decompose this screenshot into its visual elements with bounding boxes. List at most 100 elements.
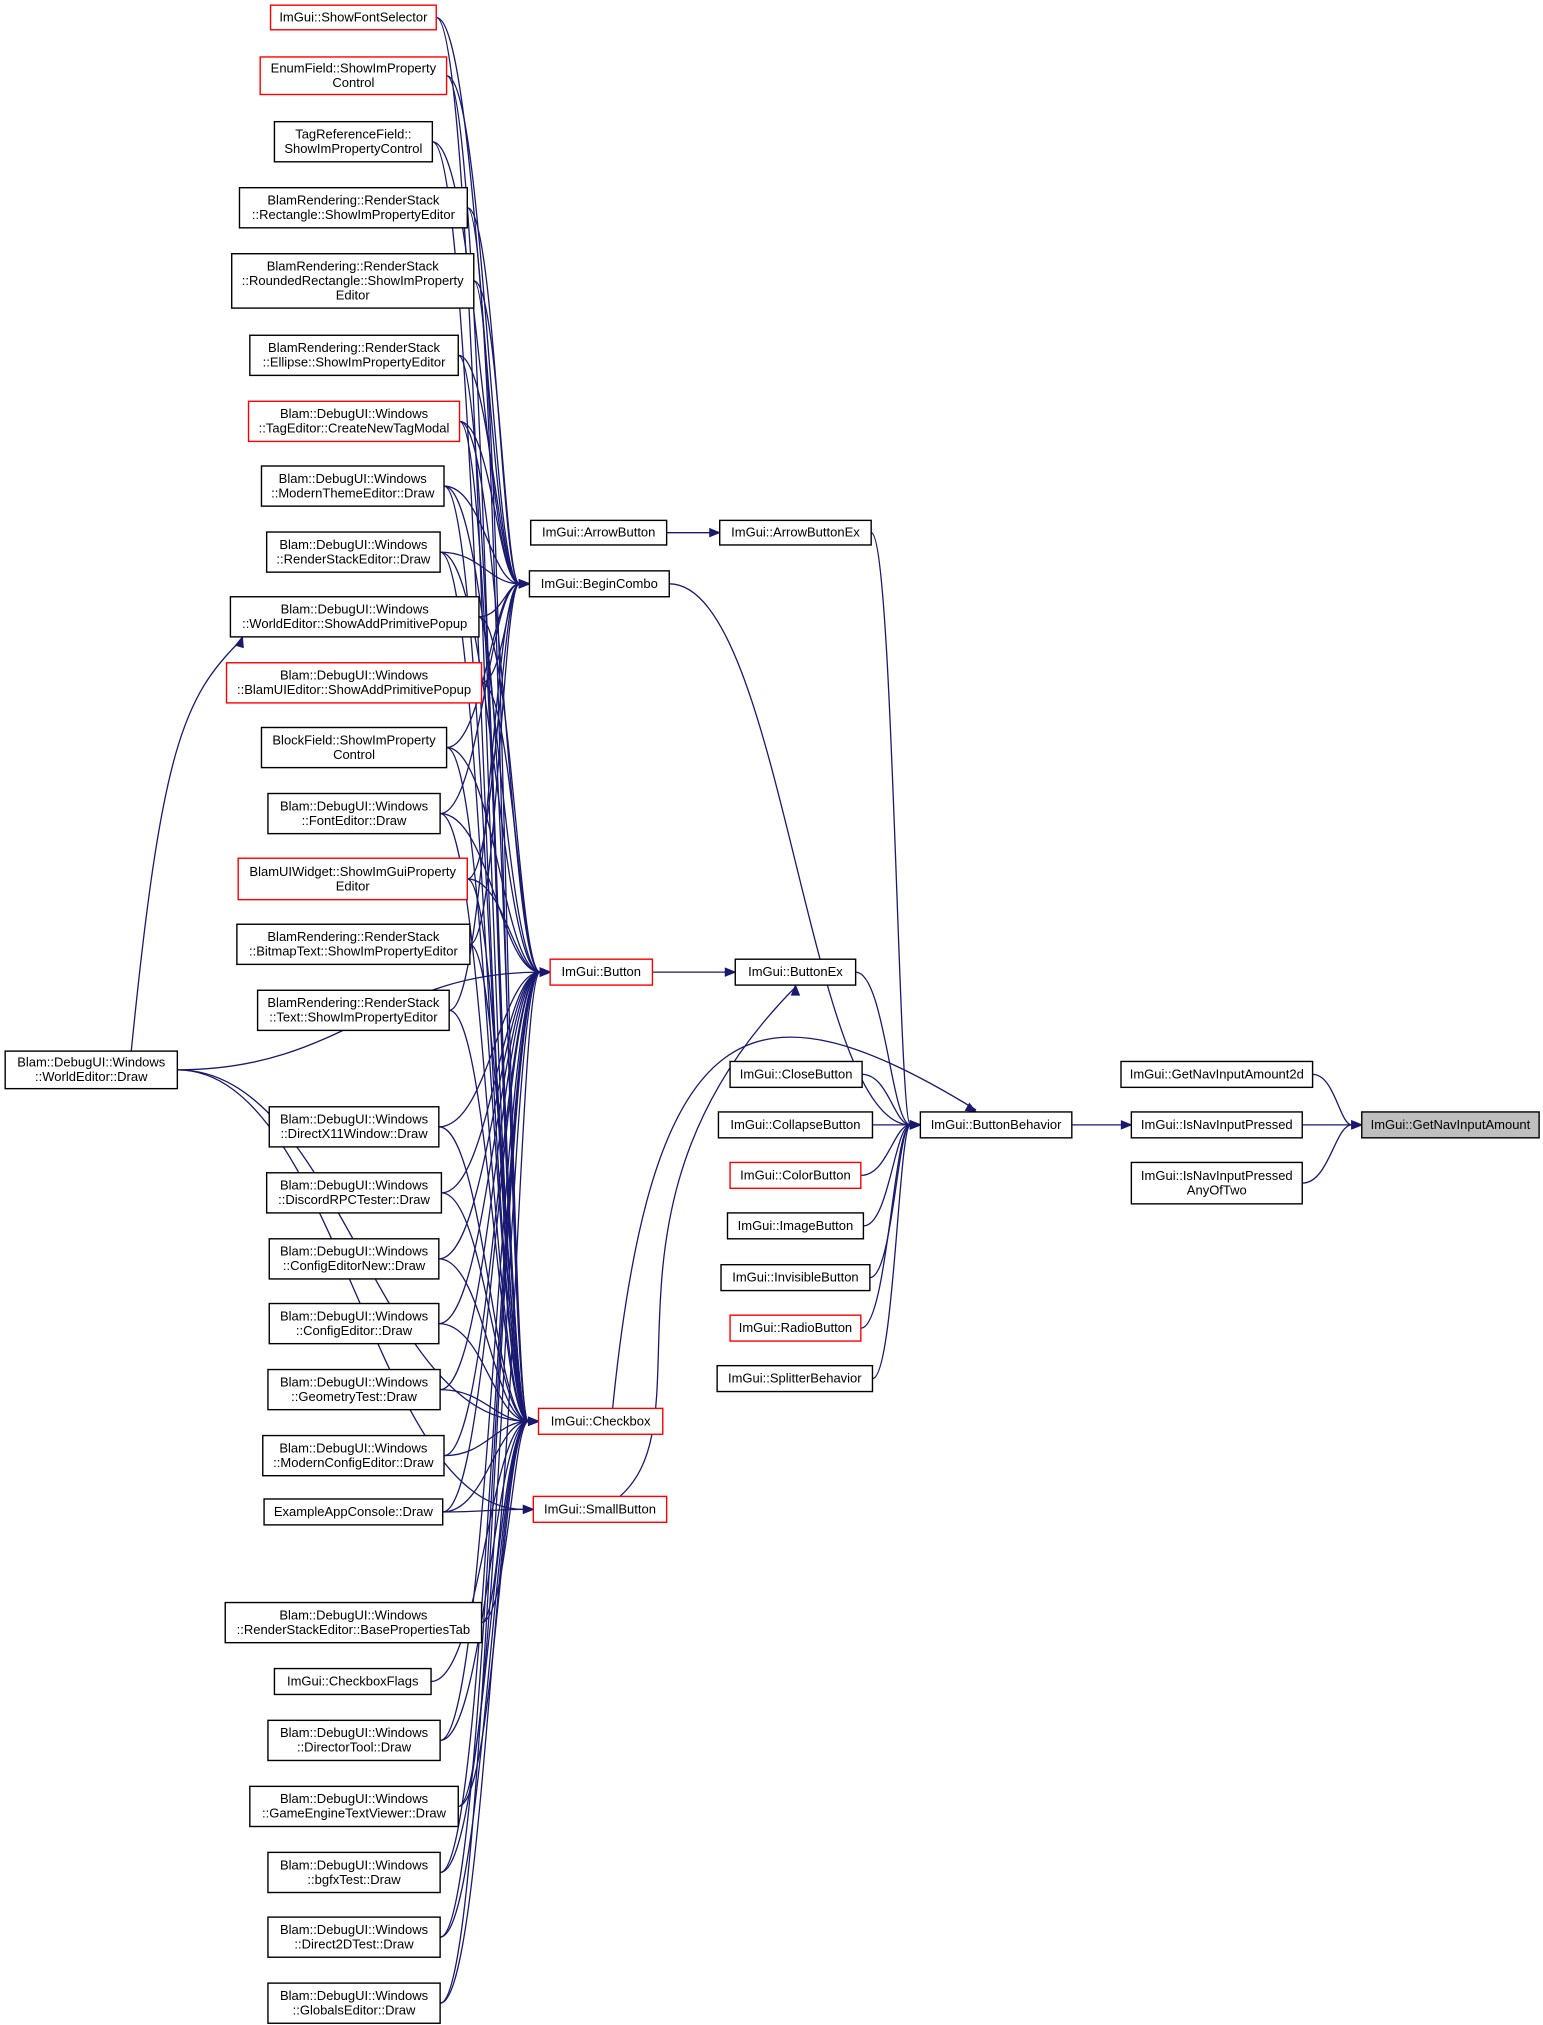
node-smallbtn[interactable]: ImGui::SmallButton — [532, 1495, 668, 1523]
node-tagref[interactable]: TagReferenceField::ShowImPropertyControl — [273, 120, 434, 163]
node-tagedit[interactable]: Blam::DebugUI::Windows::TagEditor::Creat… — [247, 400, 461, 443]
edge-blamuiw-to-begincombo — [467, 583, 521, 880]
node-rect[interactable]: BlamRendering::RenderStack::Rectangle::S… — [238, 186, 469, 229]
node-label: ::DiscordRPCTester::Draw — [278, 1192, 430, 1207]
edge-geo-to-button — [440, 971, 541, 1391]
node-blamui[interactable]: Blam::DebugUI::Windows::BlamUIEditor::Sh… — [225, 662, 483, 704]
node-enumfield[interactable]: EnumField::ShowImPropertyControl — [259, 56, 448, 96]
node-box — [537, 1407, 664, 1435]
node-arrowbtn[interactable]: ImGui::ArrowButton — [530, 519, 668, 546]
node-box — [1120, 1060, 1314, 1089]
node-d2d[interactable]: Blam::DebugUI::Windows::Direct2DTest::Dr… — [267, 1916, 441, 1958]
edge-arrowhead — [522, 1504, 535, 1515]
node-box — [919, 1111, 1073, 1139]
node-radio[interactable]: ImGui::RadioButton — [729, 1314, 862, 1342]
edge-invisible-to-btnbeh — [869, 1124, 911, 1279]
node-label: ImGui::ArrowButtonEx — [731, 525, 860, 540]
node-arrowex[interactable]: ImGui::ArrowButtonEx — [719, 519, 872, 546]
edge-worldedit-to-smallbtn — [177, 1069, 524, 1510]
node-weaddprim[interactable]: Blam::DebugUI::Windows::WorldEditor::Sho… — [229, 596, 480, 638]
node-btnbeh[interactable]: ImGui::ButtonBehavior — [919, 1111, 1073, 1139]
node-text[interactable]: BlamRendering::RenderStack::Text::ShowIm… — [256, 989, 450, 1032]
node-box — [267, 1719, 441, 1762]
node-cfgnew[interactable]: Blam::DebugUI::Windows::ConfigEditorNew:… — [268, 1238, 440, 1280]
node-ellipse[interactable]: BlamRendering::RenderStack::Ellipse::Sho… — [249, 334, 459, 377]
node-label: BlockField::ShowImProperty — [272, 732, 436, 747]
node-box — [263, 1498, 444, 1526]
node-worldedit[interactable]: Blam::DebugUI::Windows::WorldEditor::Dra… — [4, 1050, 179, 1090]
node-label: ImGui::IsNavInputPressed — [1141, 1117, 1293, 1132]
node-box — [238, 186, 469, 229]
node-begincombo[interactable]: ImGui::BeginCombo — [528, 570, 670, 598]
node-close[interactable]: ImGui::CloseButton — [729, 1060, 863, 1089]
node-label: TagReferenceField:: — [295, 127, 411, 142]
node-cfg[interactable]: Blam::DebugUI::Windows::ConfigEditor::Dr… — [268, 1302, 440, 1345]
node-fontsel[interactable]: ImGui::ShowFontSelector — [269, 4, 437, 31]
edge-color-to-btnbeh — [860, 1124, 911, 1177]
node-baseprop[interactable]: Blam::DebugUI::Windows::RenderStackEdito… — [224, 1601, 483, 1644]
node-rsedit[interactable]: Blam::DebugUI::Windows::RenderStackEdito… — [265, 531, 441, 573]
node-label: ImGui::ArrowButton — [542, 525, 655, 540]
edge-splitter-to-btnbeh — [872, 1124, 911, 1380]
node-console[interactable]: ExampleAppConsole::Draw — [263, 1498, 444, 1526]
node-invisible[interactable]: ImGui::InvisibleButton — [720, 1263, 871, 1292]
edge-worldedit-to-weaddprim — [130, 638, 243, 1052]
node-label: Blam::DebugUI::Windows — [280, 1308, 429, 1323]
node-modtheme[interactable]: Blam::DebugUI::Windows::ModernThemeEdito… — [260, 465, 445, 507]
node-modcfg[interactable]: Blam::DebugUI::Windows::ModernConfigEdit… — [262, 1434, 445, 1477]
edge-rect-to-begincombo — [467, 207, 521, 585]
edge-modtheme-to-button — [443, 485, 541, 973]
node-box — [1361, 1111, 1540, 1139]
node-getnav[interactable]: ImGui::GetNavInputAmount — [1361, 1111, 1540, 1139]
node-image[interactable]: ImGui::ImageButton — [726, 1212, 865, 1240]
node-bgfx[interactable]: Blam::DebugUI::Windows::bgfxTest::Draw — [267, 1851, 441, 1894]
node-label: Blam::DebugUI::Windows — [280, 668, 429, 683]
node-box — [262, 1434, 445, 1477]
node-label: Control — [333, 747, 375, 762]
edge-navany-to-getnav — [1302, 1124, 1352, 1184]
node-box — [268, 1302, 440, 1345]
node-label: Blam::DebugUI::Windows — [279, 1440, 428, 1455]
edge-image-to-btnbeh — [863, 1124, 911, 1227]
node-color[interactable]: ImGui::ColorButton — [729, 1161, 862, 1190]
edge-fontedit-to-begincombo — [440, 583, 520, 815]
edge-tagedit-to-checkbox — [458, 420, 530, 1422]
edge-arrowhead — [234, 635, 244, 649]
node-label: ::FontEditor::Draw — [302, 813, 407, 828]
node-label: BlamRendering::RenderStack — [267, 929, 439, 944]
node-fontedit[interactable]: Blam::DebugUI::Windows::FontEditor::Draw — [267, 792, 441, 835]
node-label: ::BitmapText::ShowImPropertyEditor — [249, 944, 458, 959]
node-director[interactable]: Blam::DebugUI::Windows::DirectorTool::Dr… — [267, 1719, 441, 1762]
node-cbflags[interactable]: ImGui::CheckboxFlags — [273, 1667, 432, 1696]
node-geo[interactable]: Blam::DebugUI::Windows::GeometryTest::Dr… — [267, 1368, 441, 1411]
node-collapse[interactable]: ImGui::CollapseButton — [717, 1111, 874, 1139]
node-label: Blam::DebugUI::Windows — [279, 471, 428, 486]
node-bitmap[interactable]: BlamRendering::RenderStack::BitmapText::… — [236, 923, 471, 966]
node-splitter[interactable]: ImGui::SplitterBehavior — [716, 1364, 874, 1393]
edge-discord-to-button — [441, 971, 541, 1194]
node-box — [260, 726, 448, 769]
edge-modtheme-to-checkbox — [443, 485, 530, 1422]
node-blockfield[interactable]: BlockField::ShowImPropertyControl — [260, 726, 448, 769]
edge-weaddprim-to-checkbox — [478, 616, 530, 1422]
node-button[interactable]: ImGui::Button — [549, 958, 654, 986]
node-checkbox[interactable]: ImGui::Checkbox — [537, 1407, 664, 1435]
node-nav2d[interactable]: ImGui::GetNavInputAmount2d — [1120, 1060, 1314, 1089]
node-dx11[interactable]: Blam::DebugUI::Windows::DirectX11Window:… — [268, 1106, 440, 1148]
node-label: ::GlobalsEditor::Draw — [293, 2002, 416, 2017]
edge-enumfield-to-begincombo — [446, 75, 521, 585]
node-rrect[interactable]: BlamRendering::RenderStack::RoundedRecta… — [231, 253, 475, 309]
node-getv[interactable]: Blam::DebugUI::Windows::GameEngineTextVi… — [249, 1785, 459, 1828]
node-discord[interactable]: Blam::DebugUI::Windows::DiscordRPCTester… — [265, 1172, 443, 1214]
node-label: ImGui::GetNavInputAmount2d — [1130, 1066, 1304, 1081]
node-navpressed[interactable]: ImGui::IsNavInputPressed — [1130, 1111, 1303, 1139]
node-label: ImGui::InvisibleButton — [732, 1270, 858, 1285]
node-globals[interactable]: Blam::DebugUI::Windows::GlobalsEditor::D… — [267, 1982, 441, 2024]
node-label: ImGui::Button — [562, 964, 641, 979]
node-label: ImGui::ShowFontSelector — [279, 10, 428, 25]
node-label: ::DirectorTool::Draw — [297, 1740, 412, 1755]
node-buttonex[interactable]: ImGui::ButtonEx — [734, 958, 857, 986]
